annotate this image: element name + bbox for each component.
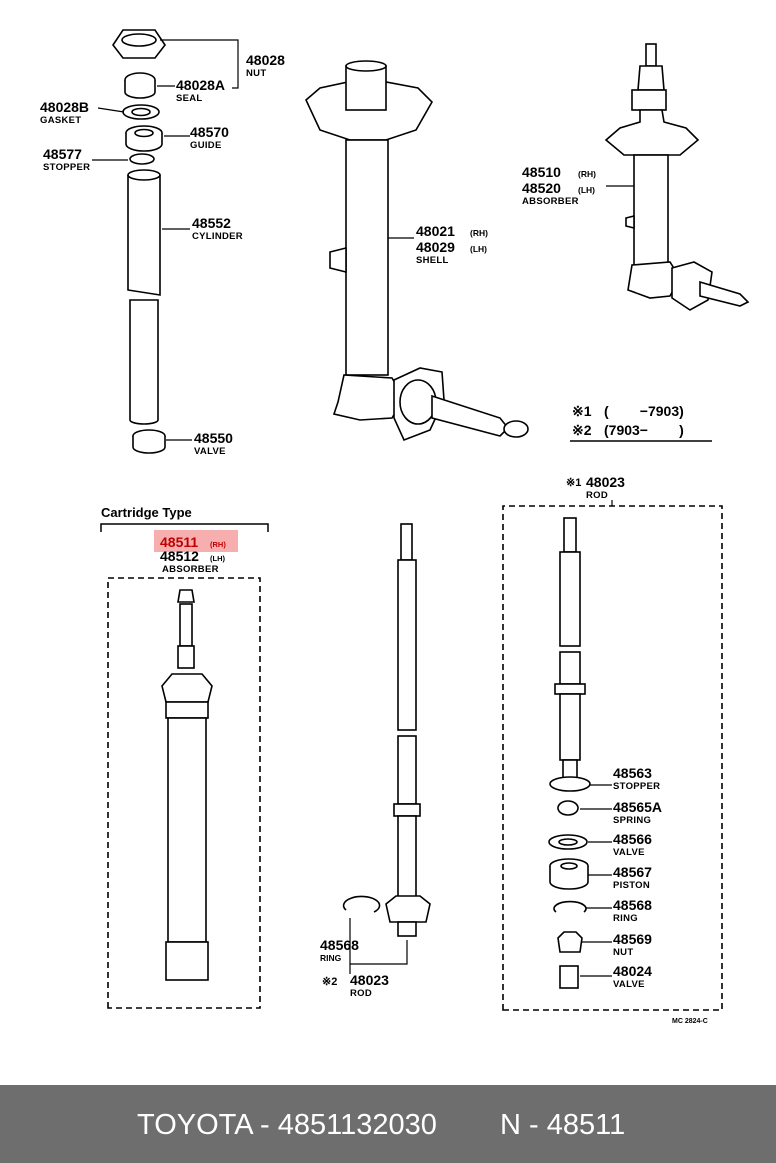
nut-48569 xyxy=(557,931,583,953)
part-48550-number: 48550 xyxy=(194,430,233,446)
ring-center xyxy=(342,895,381,913)
part-48568-desc: RING xyxy=(613,913,638,924)
rod-right-mark: ※1 xyxy=(566,477,581,489)
spring-48565a xyxy=(557,800,579,816)
cartridge-rh-number: 48511 xyxy=(160,534,198,550)
part-48028-number: 48028 xyxy=(246,52,285,68)
part-48568-number: 48568 xyxy=(613,897,652,913)
part-48563-number: 48563 xyxy=(613,765,652,781)
part-48565a-number: 48565A xyxy=(613,799,662,815)
shell-rh-number: 48021 xyxy=(416,223,455,239)
rod-right-box xyxy=(502,505,723,1011)
part-48569-desc: NUT xyxy=(613,947,633,958)
shell-lh-side: (LH) xyxy=(470,244,487,254)
part-48552-number: 48552 xyxy=(192,215,231,231)
ring-center-desc: RING xyxy=(320,953,342,963)
part-48563-desc: STOPPER xyxy=(613,781,660,792)
shell-desc: SHELL xyxy=(416,255,449,266)
valve-48566 xyxy=(548,834,588,850)
cartridge-lh-number: 48512 xyxy=(160,548,199,564)
part-48028a-number: 48028A xyxy=(176,77,225,93)
part-48565a-desc: SPRING xyxy=(613,815,651,826)
part-48570-desc: GUIDE xyxy=(190,140,222,151)
diagram-code: MC 2824-C xyxy=(672,1018,708,1025)
legend-text-2: (7903− ) xyxy=(604,422,684,438)
absorber-top-rh-number: 48510 xyxy=(522,164,561,180)
strut-shell xyxy=(305,60,529,442)
rod-right-assembly xyxy=(554,517,586,783)
seal-48028a xyxy=(124,72,156,99)
cartridge-absorber xyxy=(161,589,213,981)
rod-center-mark: ※2 xyxy=(322,976,337,988)
absorber-assembly xyxy=(604,43,750,311)
absorber-top-lh-number: 48520 xyxy=(522,180,561,196)
shell-lh-number: 48029 xyxy=(416,239,455,255)
rod-center-desc: ROD xyxy=(350,988,372,999)
absorber-top-lh-side: (LH) xyxy=(578,185,595,195)
part-48552-desc: CYLINDER xyxy=(192,231,243,242)
stopper-48577 xyxy=(129,153,155,165)
part-48567-desc: PISTON xyxy=(613,880,650,891)
part-48566-number: 48566 xyxy=(613,831,652,847)
ring-center-number: 48568 xyxy=(320,937,359,953)
cartridge-box xyxy=(107,577,261,1009)
footer-bar: TOYOTA - 4851132030 N - 48511 xyxy=(0,1085,776,1163)
part-48577-desc: STOPPER xyxy=(43,162,90,173)
part-48577-number: 48577 xyxy=(43,146,82,162)
part-48569-number: 48569 xyxy=(613,931,652,947)
part-highlight xyxy=(154,530,238,552)
rod-center-number: 48023 xyxy=(350,972,389,988)
rod-right-number: 48023 xyxy=(586,474,625,490)
part-48550-desc: VALVE xyxy=(194,446,226,457)
footer-ref: N - 48511 xyxy=(500,1109,626,1141)
part-48028b-number: 48028B xyxy=(40,99,89,115)
cartridge-desc: ABSORBER xyxy=(162,564,219,575)
rod-right-desc: ROD xyxy=(586,490,608,501)
legend: ※1 ( −7903) ※2 (7903− ) xyxy=(570,403,712,442)
absorber-top-desc: ABSORBER xyxy=(522,196,579,207)
legend-mark-1: ※1 xyxy=(572,403,592,419)
guide-48570 xyxy=(125,125,163,152)
ring-48568 xyxy=(553,900,587,913)
part-48024-number: 48024 xyxy=(613,963,652,979)
parts-diagram: 48028 NUT 48028A SEAL 48028B GASKET 4857… xyxy=(40,29,750,1025)
part-48024-desc: VALVE xyxy=(613,979,645,990)
rod-center xyxy=(385,523,431,937)
legend-text-1: ( −7903) xyxy=(604,403,684,419)
footer-brand-part: TOYOTA - 4851132030 xyxy=(137,1109,437,1141)
cartridge-rh-side: (RH) xyxy=(210,540,226,549)
cartridge-title: Cartridge Type xyxy=(101,505,192,520)
stopper-48563 xyxy=(549,776,591,792)
nut-48028 xyxy=(112,29,166,59)
part-48028b-desc: GASKET xyxy=(40,115,81,126)
part-48567-number: 48567 xyxy=(613,864,652,880)
cartridge-lh-side: (LH) xyxy=(210,554,225,563)
legend-mark-2: ※2 xyxy=(572,422,592,438)
part-48028a-desc: SEAL xyxy=(176,93,203,104)
valve-48550 xyxy=(132,429,166,454)
part-48570-number: 48570 xyxy=(190,124,229,140)
piston-48567 xyxy=(549,858,589,890)
absorber-top-rh-side: (RH) xyxy=(578,169,596,179)
part-48566-desc: VALVE xyxy=(613,847,645,858)
gasket-48028b xyxy=(122,104,160,120)
shell-rh-side: (RH) xyxy=(470,228,488,238)
cylinder-48552 xyxy=(127,169,161,425)
valve-48024 xyxy=(559,965,579,989)
part-48028-desc: NUT xyxy=(246,68,266,79)
